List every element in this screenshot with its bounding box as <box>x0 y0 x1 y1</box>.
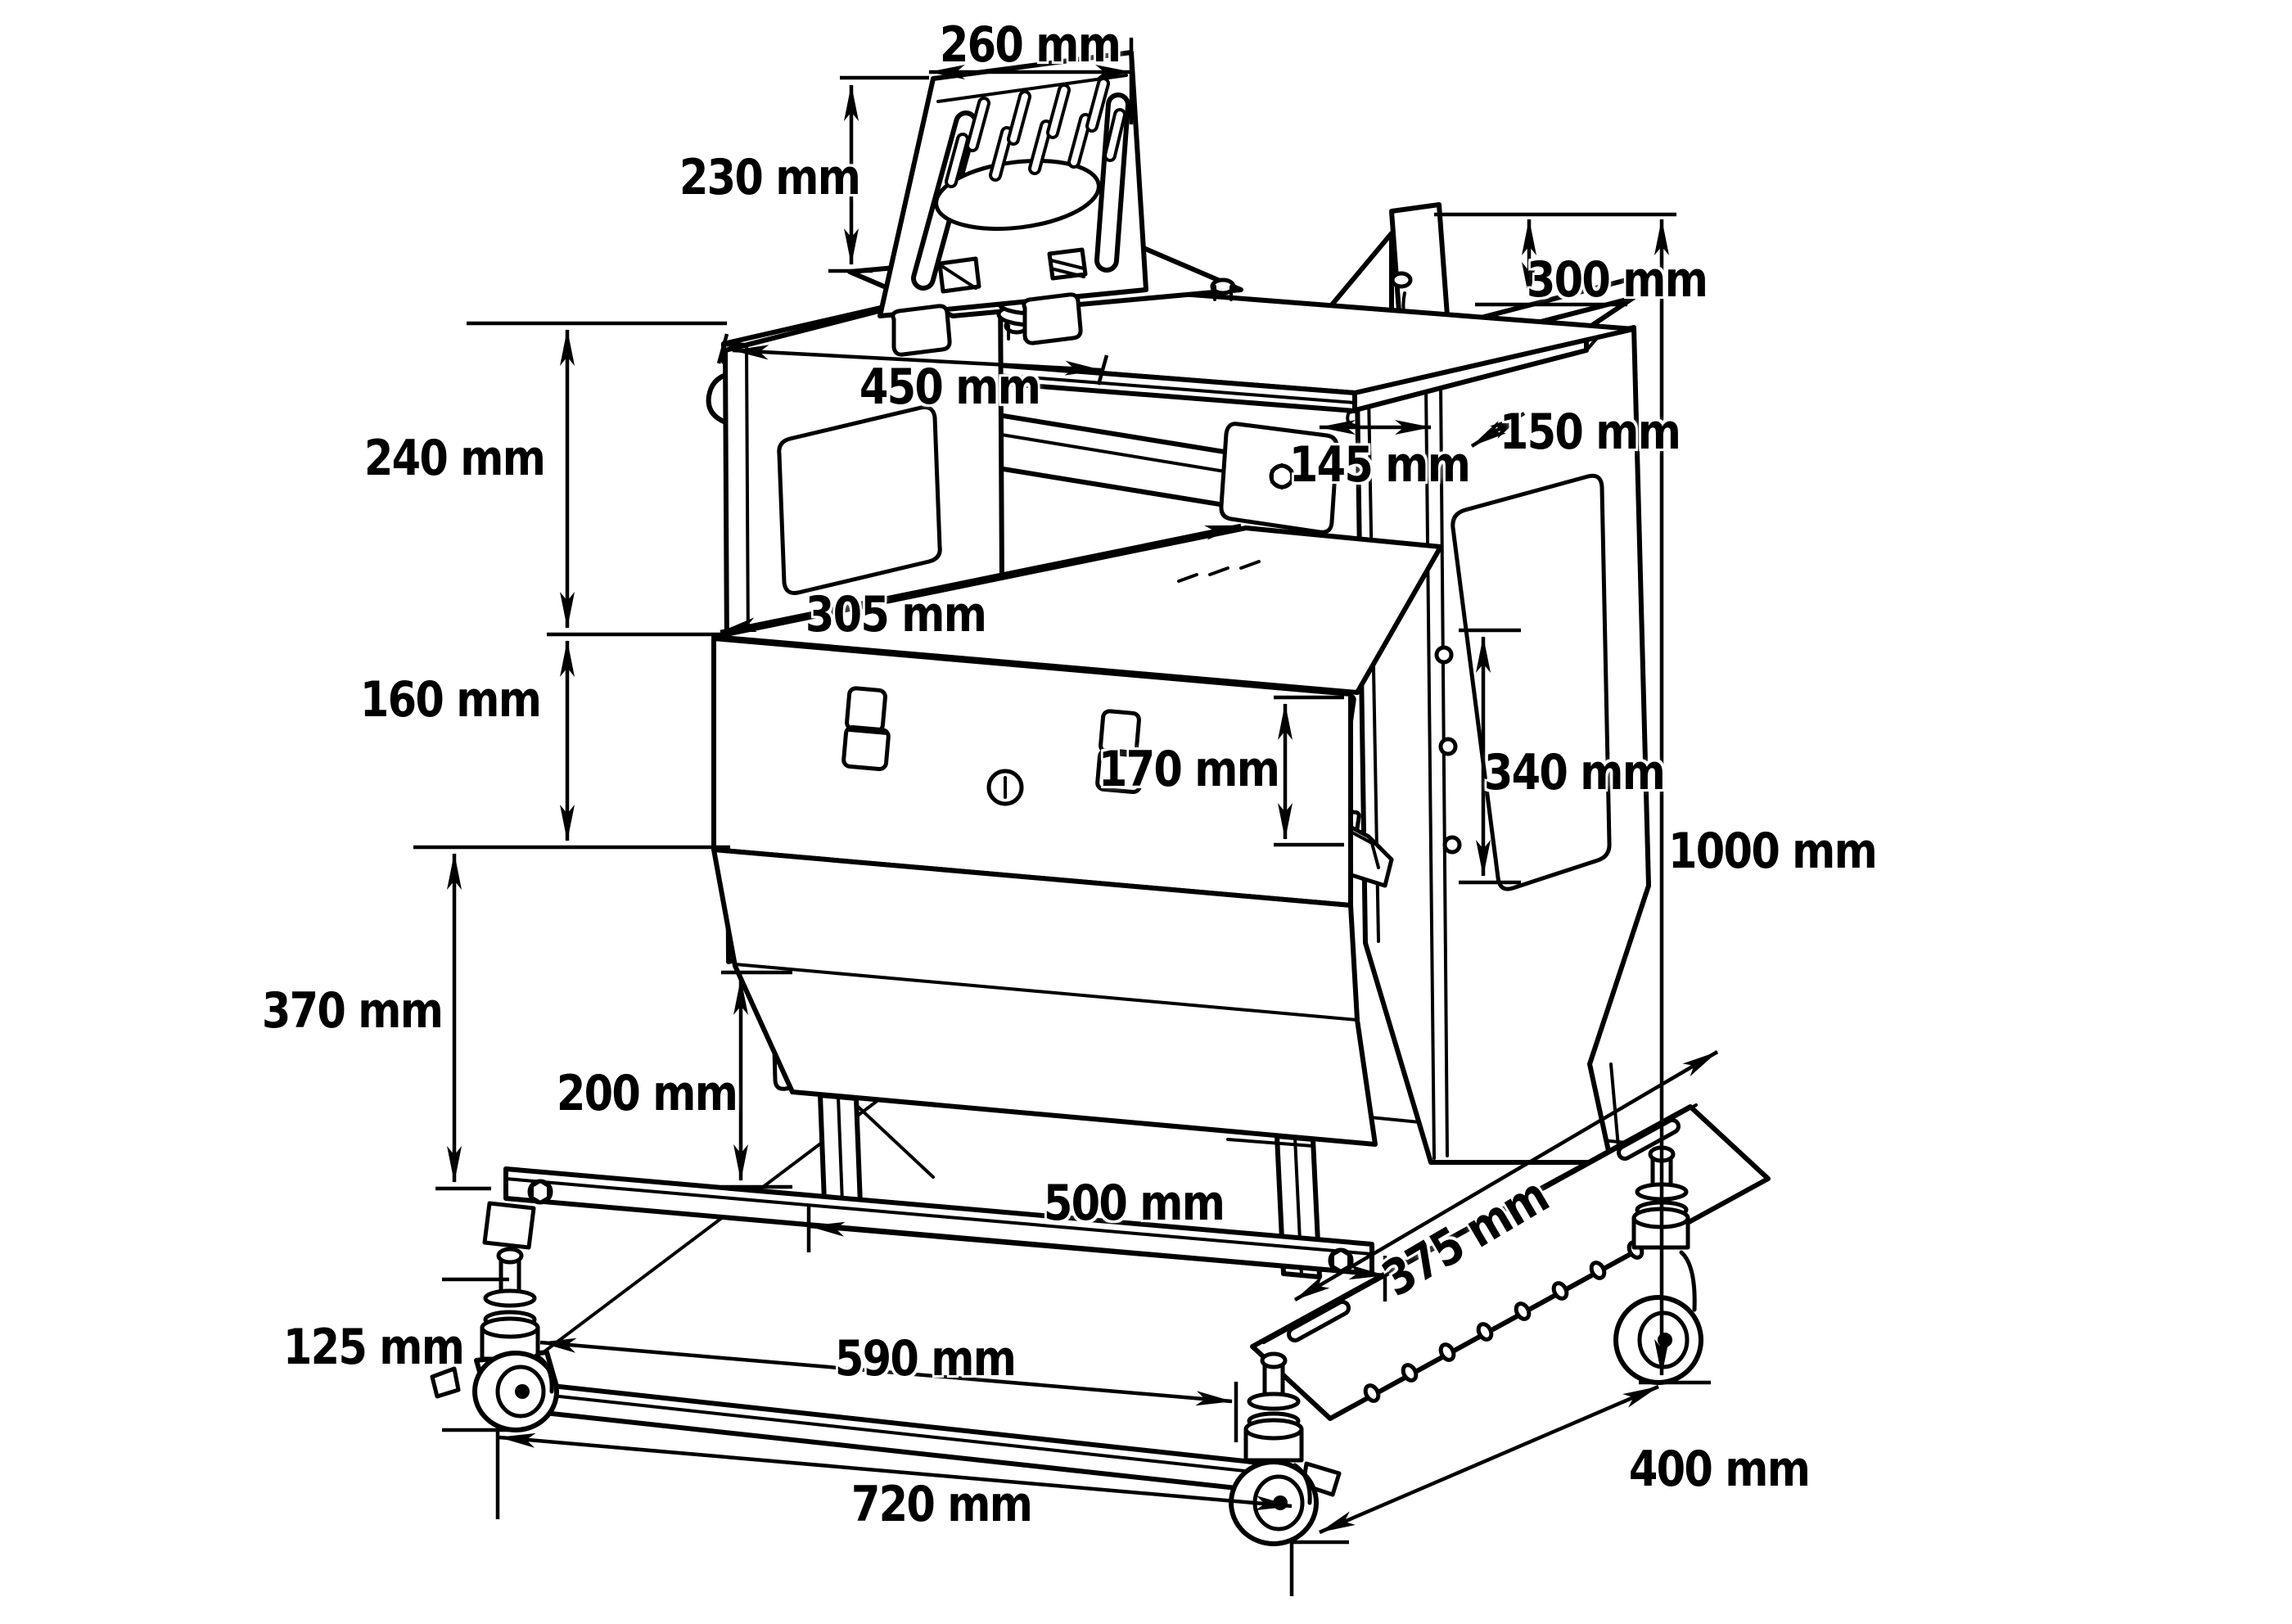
rail-hole <box>1438 737 1458 756</box>
dimension-line-375 <box>1293 1050 1719 1301</box>
thumb-screw <box>1210 277 1236 301</box>
caster-front-left <box>430 1247 559 1432</box>
dimension-line-720 <box>499 1432 1293 1511</box>
handle-cutout <box>934 158 1101 232</box>
foot-tab <box>891 304 952 357</box>
dimension-line-400 <box>1319 1384 1659 1535</box>
dimension-line-150 <box>1470 412 1526 448</box>
laptop-stand <box>878 50 1148 357</box>
dim-label-side-tray-width: 145 mm <box>1288 436 1471 494</box>
dimension-lines <box>413 38 1719 1596</box>
dim-label-side-tray-depth: 150 mm <box>1499 404 1681 461</box>
dim-label-laptop-tray-width: 260 mm <box>939 16 1121 74</box>
dim-label-base-overall-width: 720 mm <box>850 1476 1033 1533</box>
dimension-line-450 <box>732 345 1102 376</box>
dim-label-worktop-width: 450 mm <box>859 359 1041 416</box>
dim-label-base-depth: 400 mm <box>1628 1441 1811 1498</box>
dim-label-rear-panel-height: 300 mm <box>1526 251 1708 309</box>
rail-hole <box>1434 645 1454 665</box>
foot-tab <box>1022 292 1083 345</box>
rail-bolt <box>527 1179 553 1205</box>
dim-label-base-inner-width: 590 mm <box>834 1330 1017 1387</box>
bottom-rail <box>482 1166 1374 1276</box>
dimension-line-500 <box>808 1221 1386 1280</box>
dim-label-overall-height: 1000 mm <box>1667 823 1878 880</box>
brake-lever <box>430 1366 461 1399</box>
dim-label-bracket-spacing: 170 mm <box>1098 741 1280 798</box>
dim-label-mounting-rail-height: 340 mm <box>1483 744 1666 801</box>
vent-slots <box>945 77 1126 188</box>
dim-label-middle-shelf-depth: 305 mm <box>805 586 987 643</box>
hinge-right <box>1095 709 1144 795</box>
hinge-left <box>841 686 891 772</box>
rail-hole <box>1442 835 1462 855</box>
dim-label-upper-section-height: 240 mm <box>363 430 546 487</box>
dim-label-bottom-rail-width: 500 mm <box>1043 1175 1225 1232</box>
keyhole <box>986 769 1024 806</box>
right-panel-cutout <box>1451 473 1612 891</box>
dimension-line-590 <box>539 1338 1233 1406</box>
right-side-panel <box>1282 325 1651 1165</box>
dim-label-caster-height: 125 mm <box>282 1319 465 1376</box>
left-panel-cutout <box>777 405 942 595</box>
dimension-line-125 <box>442 1277 517 1432</box>
dimension-line-305 <box>720 523 1242 634</box>
dim-label-laptop-tray-height: 230 mm <box>679 149 861 206</box>
handle-bolt <box>1269 462 1295 490</box>
bolt <box>1390 271 1413 289</box>
dim-label-bottom-rail-height: 200 mm <box>556 1065 738 1122</box>
dim-label-locker-height: 160 mm <box>359 671 542 729</box>
dim-label-lower-section-height: 370 mm <box>261 982 444 1040</box>
